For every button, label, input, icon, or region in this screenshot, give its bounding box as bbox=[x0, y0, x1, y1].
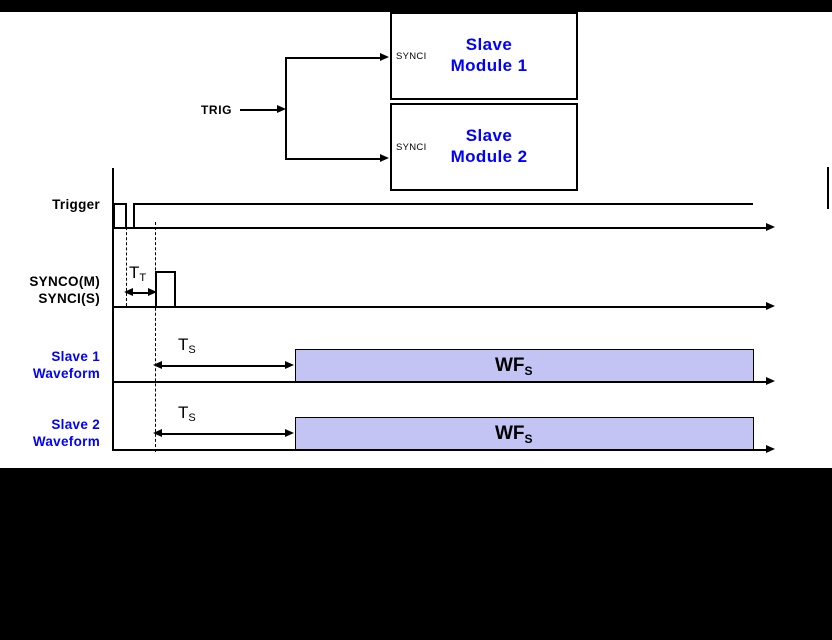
branch-arrowhead-module-1-icon bbox=[380, 53, 389, 61]
slave-module-2-box[interactable] bbox=[390, 103, 578, 191]
dashed-ref-line-1 bbox=[126, 222, 127, 306]
slave-module-2-title: Slave Module 2 bbox=[404, 125, 574, 167]
trigger-pulse1-falling-edge bbox=[125, 203, 127, 228]
trigger-time-axis-arrowhead-icon bbox=[766, 223, 775, 231]
slave-module-2-port-label: SYNCI bbox=[396, 142, 427, 153]
slave-module-1-title: Slave Module 1 bbox=[404, 34, 574, 76]
synco-time-axis-arrowhead-icon bbox=[766, 302, 775, 310]
wf-1-sub: S bbox=[524, 364, 533, 378]
tt-annotation-label: TT bbox=[129, 263, 147, 284]
trigger-level-high bbox=[133, 203, 753, 205]
ts-2-annotation-label: TS bbox=[178, 403, 196, 424]
slave-module-1-port-label: SYNCI bbox=[396, 51, 427, 62]
branch-arrowhead-module-2-icon bbox=[380, 154, 389, 162]
ts-1-annotation-label: TS bbox=[178, 335, 196, 356]
synco-baseline bbox=[112, 306, 767, 308]
timing-left-axis bbox=[112, 168, 114, 450]
ts-2-sub: S bbox=[188, 412, 196, 424]
row-label-trigger-line1: Trigger bbox=[52, 197, 100, 212]
wf-2-sub: S bbox=[524, 432, 533, 446]
ts-2-base: T bbox=[178, 403, 189, 422]
ts-1-sub: S bbox=[188, 344, 196, 356]
trigger-baseline bbox=[112, 227, 767, 229]
branch-line-module-1 bbox=[285, 57, 381, 59]
right-edge-marker bbox=[827, 167, 829, 209]
tt-arrowhead-left-icon bbox=[124, 288, 133, 296]
ts-2-measure-line bbox=[158, 433, 288, 435]
slave-module-1-box[interactable] bbox=[390, 12, 578, 100]
row-label-slave-2-line1: Slave 2 bbox=[51, 417, 100, 432]
wf-1-base: WF bbox=[495, 355, 525, 376]
branch-line-module-2 bbox=[285, 158, 381, 160]
trig-arrow-line bbox=[240, 109, 278, 111]
row-label-synci-line2: SYNCI(S) bbox=[38, 291, 100, 306]
row-label-slave-2-line2: Waveform bbox=[32, 434, 100, 449]
ts-1-base: T bbox=[178, 335, 189, 354]
ts-2-arrowhead-right-icon bbox=[285, 429, 294, 437]
trigger-level-rising-edge bbox=[133, 203, 135, 228]
slave-2-waveform-block[interactable] bbox=[295, 417, 754, 450]
trig-label: TRIG bbox=[201, 103, 233, 117]
ts-1-arrowhead-right-icon bbox=[285, 361, 294, 369]
ts-2-arrowhead-left-icon bbox=[153, 429, 162, 437]
ts-1-measure-line bbox=[158, 365, 288, 367]
trig-arrowhead-icon bbox=[277, 105, 286, 113]
tt-measure-line bbox=[129, 292, 152, 294]
trigger-pulse1-rising-edge bbox=[113, 203, 115, 228]
trigger-pulse1-top bbox=[113, 203, 127, 205]
row-label-slave-1-waveform: Slave 1 Waveform bbox=[0, 348, 100, 382]
dashed-ref-line-2 bbox=[155, 222, 156, 452]
tt-arrowhead-right-icon bbox=[148, 288, 157, 296]
slave-1-waveform-block[interactable] bbox=[295, 349, 754, 382]
trig-bus-vertical bbox=[285, 57, 287, 160]
synco-pulse-top bbox=[155, 271, 176, 273]
slave-1-waveform-block-label: WFS bbox=[495, 355, 533, 378]
row-label-synco-line1: SYNCO(M) bbox=[29, 274, 100, 289]
ts-1-arrowhead-left-icon bbox=[153, 361, 162, 369]
slave-module-2-title-line2: Module 2 bbox=[450, 147, 528, 166]
diagram-canvas: TRIG SYNCI Slave Module 1 SYNCI Slave Mo… bbox=[0, 12, 832, 468]
slave-module-1-title-line1: Slave bbox=[465, 35, 513, 54]
tt-base: T bbox=[129, 263, 140, 282]
slave-2-time-axis-arrowhead-icon bbox=[766, 445, 775, 453]
slave-module-2-title-line1: Slave bbox=[465, 126, 513, 145]
wf-2-base: WF bbox=[495, 423, 525, 444]
slave-1-time-axis-arrowhead-icon bbox=[766, 377, 775, 385]
synco-pulse-falling-edge bbox=[174, 271, 176, 307]
tt-sub: T bbox=[139, 272, 147, 284]
slave-module-1-title-line2: Module 1 bbox=[450, 56, 528, 75]
row-label-trigger: Trigger bbox=[0, 196, 100, 213]
row-label-slave-1-line2: Waveform bbox=[32, 366, 100, 381]
row-label-slave-1-line1: Slave 1 bbox=[51, 349, 100, 364]
row-label-slave-2-waveform: Slave 2 Waveform bbox=[0, 416, 100, 450]
slave-2-waveform-block-label: WFS bbox=[495, 423, 533, 446]
row-label-synco-synci: SYNCO(M) SYNCI(S) bbox=[0, 273, 100, 307]
